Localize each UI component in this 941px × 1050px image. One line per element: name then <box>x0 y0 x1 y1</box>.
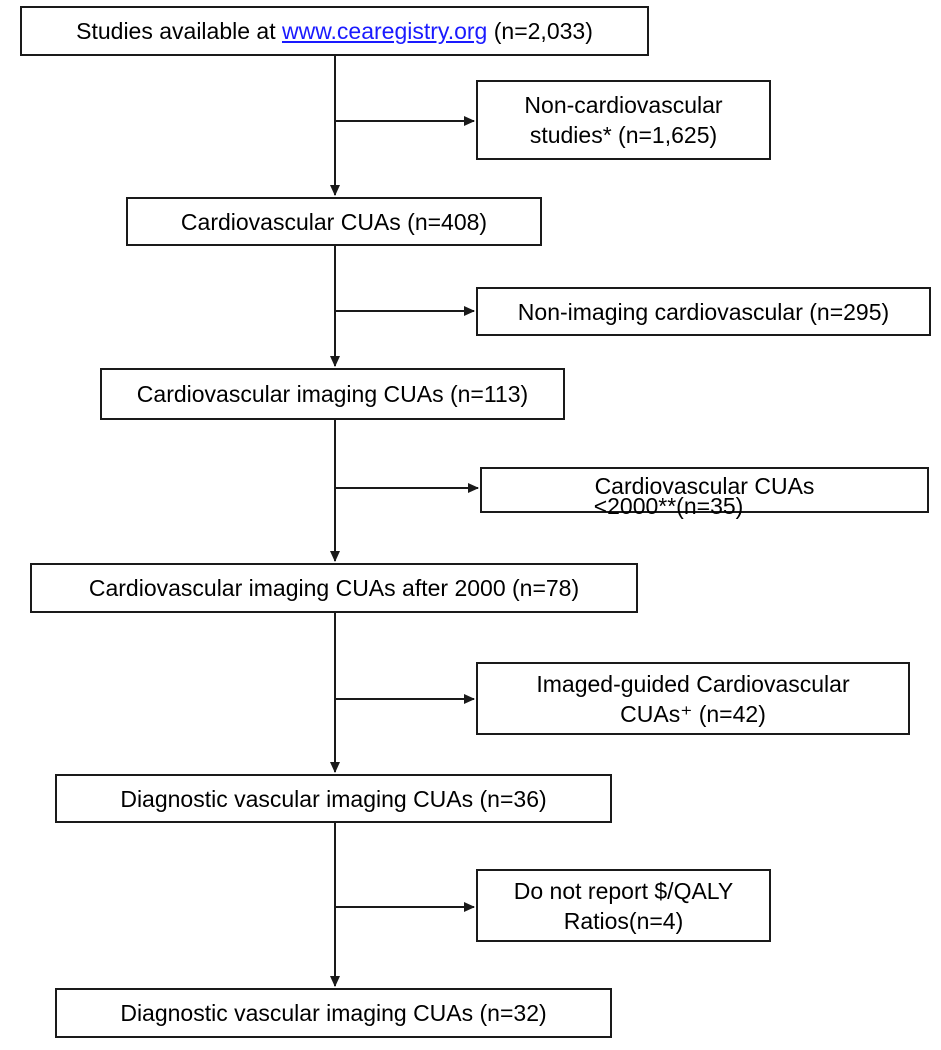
step-6-label: Diagnostic vascular imaging CUAs (n=32) <box>120 1000 547 1026</box>
step-box-cardiovascular-cuas: Cardiovascular CUAs (n=408) <box>126 197 542 246</box>
exclusion-box-no-qaly: Do not report $/QALY Ratios(n=4) <box>476 869 771 942</box>
exclusion-5-line2: Ratios(n=4) <box>563 907 684 934</box>
exclusion-1-line2: studies* (n=1,625) <box>529 122 718 148</box>
step-box-studies-available: Studies available at www.cearegistry.org… <box>20 6 649 56</box>
step-2-label: Cardiovascular CUAs (n=408) <box>180 208 488 235</box>
step-4-label: Cardiovascular imaging CUAs after 2000 (… <box>88 575 580 601</box>
step-box-diagnostic-imaging-32: Diagnostic vascular imaging CUAs (n=32) <box>55 988 612 1038</box>
step-box-cardiovascular-imaging-cuas: Cardiovascular imaging CUAs (n=113) <box>100 368 565 420</box>
exclusion-box-image-guided: Imaged-guided Cardiovascular CUAs⁺ (n=42… <box>476 662 910 735</box>
exclusion-box-non-imaging: Non-imaging cardiovascular (n=295) <box>476 287 931 336</box>
step-1-suffix: (n=2,033) <box>487 18 593 44</box>
step-1-prefix: Studies available at <box>76 18 282 44</box>
step-5-label: Diagnostic vascular imaging CUAs (n=36) <box>120 785 547 812</box>
exclusion-4-line2: CUAs⁺ (n=42) <box>620 700 766 727</box>
exclusion-4-line1: Imaged-guided Cardiovascular <box>536 670 850 697</box>
exclusion-box-non-cardiovascular: Non-cardiovascular studies* (n=1,625) <box>476 80 771 160</box>
step-box-imaging-after-2000: Cardiovascular imaging CUAs after 2000 (… <box>30 563 638 613</box>
step-3-label: Cardiovascular imaging CUAs (n=113) <box>136 381 529 407</box>
exclusion-2-line1: Non-imaging cardiovascular (n=295) <box>517 298 890 325</box>
exclusion-1-line1: Non-cardiovascular <box>524 92 723 118</box>
exclusion-3-line2: <2000**(n=35) <box>593 493 744 519</box>
exclusion-5-line1: Do not report $/QALY <box>513 877 734 904</box>
registry-link[interactable]: www.cearegistry.org <box>281 18 488 44</box>
step-box-diagnostic-imaging-36: Diagnostic vascular imaging CUAs (n=36) <box>55 774 612 823</box>
exclusion-3-line1: Cardiovascular CUAs <box>594 473 815 499</box>
exclusion-box-before-2000: Cardiovascular CUAs <2000**(n=35) <box>480 467 929 519</box>
